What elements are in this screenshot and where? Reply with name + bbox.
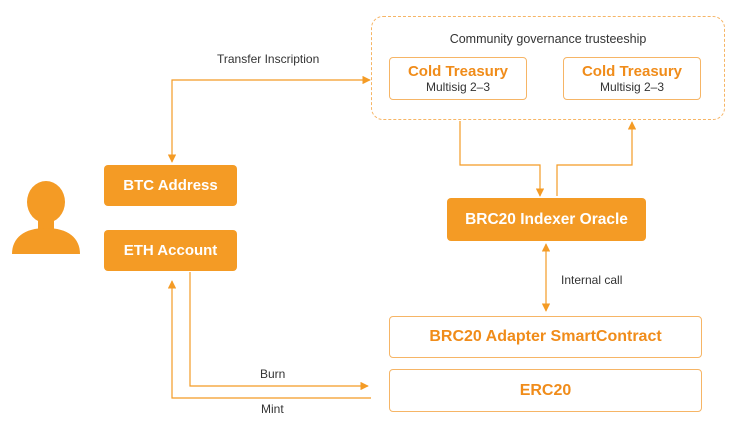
btc-address-box: BTC Address [104, 165, 237, 206]
internal-call-label: Internal call [561, 273, 623, 287]
eth-account-label: ETH Account [123, 242, 218, 259]
cold-treasury-subtitle: Multisig 2–3 [425, 80, 491, 94]
brc20-adapter-box: BRC20 Adapter SmartContract [389, 316, 702, 358]
burn-label: Burn [260, 367, 286, 381]
oracle-to-treasury-arrow [556, 121, 637, 196]
transfer-inscription-arrow [167, 75, 371, 163]
btc-address-label: BTC Address [123, 177, 218, 194]
mint-label: Mint [261, 402, 284, 416]
brc20-indexer-oracle-label: BRC20 Indexer Oracle [465, 210, 628, 228]
governance-group [371, 16, 725, 120]
burn-arrow [189, 272, 369, 391]
erc20-box: ERC20 [389, 369, 702, 412]
treasury-to-oracle-arrow [459, 121, 545, 197]
eth-account-box: ETH Account [104, 230, 237, 271]
brc20-indexer-oracle-box: BRC20 Indexer Oracle [447, 198, 646, 241]
cold-treasury-title: Cold Treasury [581, 63, 683, 80]
transfer-inscription-label: Transfer Inscription [217, 52, 320, 66]
erc20-label: ERC20 [519, 381, 572, 399]
cold-treasury-subtitle: Multisig 2–3 [599, 80, 665, 94]
governance-title: Community governance trusteeship [449, 32, 647, 46]
brc20-adapter-label: BRC20 Adapter SmartContract [429, 328, 662, 345]
cold-treasury-box-2: Cold Treasury Multisig 2–3 [563, 57, 701, 100]
user-silhouette-icon [10, 178, 82, 254]
cold-treasury-box-1: Cold Treasury Multisig 2–3 [389, 57, 527, 100]
mint-arrow [167, 280, 371, 399]
cold-treasury-title: Cold Treasury [407, 63, 509, 80]
